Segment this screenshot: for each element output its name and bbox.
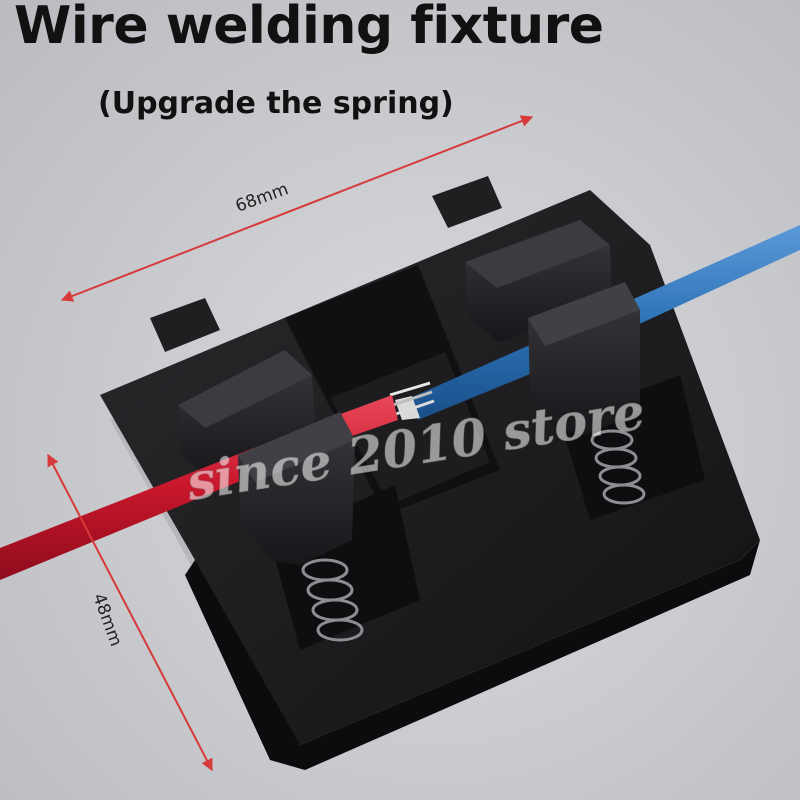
- page-subtitle: (Upgrade the spring): [98, 86, 454, 121]
- spring-right-icon: [590, 429, 646, 505]
- width-dimension-line: [60, 115, 534, 302]
- spring-left-icon: [301, 558, 364, 642]
- back-tab-left: [150, 298, 220, 352]
- height-dimension-line: [47, 453, 213, 772]
- page-title: Wire welding fixture: [14, 0, 604, 56]
